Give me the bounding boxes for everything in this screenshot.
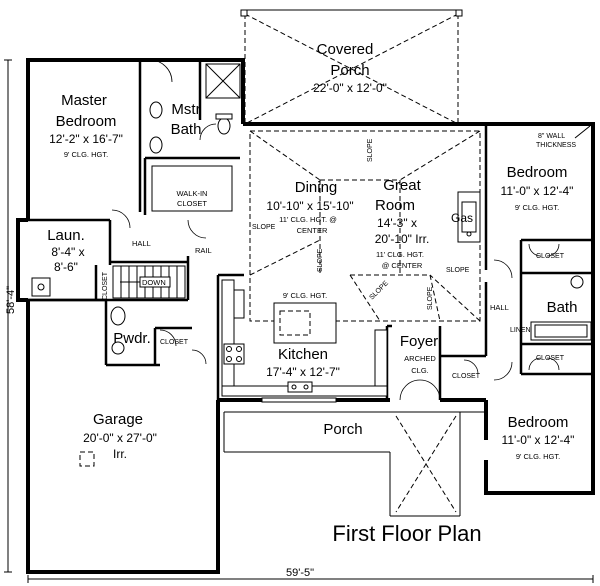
master-bedroom-name-2: Bedroom <box>56 113 117 130</box>
great-room-size-2: 20'-10" Irr. <box>375 232 430 246</box>
dining-name: Dining <box>295 179 338 196</box>
covered-porch-name-2: Porch <box>330 62 369 79</box>
slope-label-center: SLOPE <box>317 248 324 272</box>
powder-name: Pwdr. <box>113 330 151 347</box>
doors <box>111 59 560 401</box>
great-room-name-1: Great <box>383 177 421 194</box>
great-room-size-1: 14'-3" x <box>377 216 417 230</box>
dining-ceiling-1: 11' CLG. HGT. @ <box>279 215 337 224</box>
ceiling-slope-lines <box>233 130 481 387</box>
bedroom-upper-name: Bedroom <box>507 164 568 181</box>
plan-title: First Floor Plan <box>332 521 481 546</box>
great-room-name-2: Room <box>375 197 415 214</box>
garage-name: Garage <box>93 411 143 428</box>
slope-label-lower: SLOPE <box>427 286 434 310</box>
porch-name: Porch <box>323 421 362 438</box>
fireplace <box>457 191 481 243</box>
laundry-size-1: 8'-4" x <box>51 245 84 259</box>
down-label: DOWN <box>142 278 166 287</box>
master-bedroom-size: 12'-2" x 16'-7" <box>49 132 123 146</box>
hall-label-right: HALL <box>490 303 509 312</box>
great-room-ceiling-2: @ CENTER <box>382 261 423 270</box>
covered-porch-name-1: Covered <box>317 41 374 58</box>
dining-ceiling-2: CENTER <box>297 226 328 235</box>
mstr-bath-name-2: Bath <box>171 121 202 138</box>
great-room-ceiling-1: 11' CLG. HGT. <box>376 250 424 259</box>
slope-label-diag: SLOPE <box>368 280 390 302</box>
bath-fixtures <box>31 101 592 355</box>
hall-label-left: HALL <box>132 239 151 248</box>
closet-label-bedroom-lower: CLOSET <box>536 355 565 362</box>
kitchen-ceiling: 9' CLG. HGT. <box>283 291 327 300</box>
slope-label-top: SLOPE <box>367 138 374 162</box>
bedroom-lower-size: 11'-0" x 12'-4" <box>502 433 575 447</box>
dimension-lines <box>4 59 594 583</box>
foyer-name: Foyer <box>400 333 438 350</box>
overall-width-label: 59'-5" <box>286 567 314 579</box>
bedroom-upper-ceiling: 9' CLG. HGT. <box>515 203 559 212</box>
wall-thickness-label-2: THICKNESS <box>536 142 576 149</box>
gas-label: Gas <box>451 211 473 225</box>
slope-label-right: SLOPE <box>446 267 470 274</box>
bedroom-upper-size: 11'-0" x 12'-4" <box>501 184 574 198</box>
covered-porch-outline <box>240 9 463 125</box>
stair <box>112 265 186 299</box>
overall-depth-label: 58'-4" <box>5 286 17 314</box>
interior-walls <box>28 60 593 400</box>
closet-label-powder: CLOSET <box>160 339 189 346</box>
bedroom-lower-name: Bedroom <box>508 414 569 431</box>
foyer-clg: CLG. <box>411 366 429 375</box>
wall-thickness-label-1: 8" WALL <box>538 133 565 140</box>
walkin-closet-label-2: CLOSET <box>177 199 207 208</box>
laundry-size-2: 8'-6" <box>54 260 78 274</box>
exterior-walls <box>16 58 595 574</box>
master-bedroom-name-1: Master <box>61 92 107 109</box>
covered-porch-size: 22'-0" x 12'-0" <box>313 81 387 95</box>
foyer-arched: ARCHED <box>404 354 436 363</box>
closet-label-bedroom-upper: CLOSET <box>536 253 565 260</box>
kitchen-size: 17'-4" x 12'-7" <box>266 365 340 379</box>
bedroom-lower-ceiling: 9' CLG. HGT. <box>516 452 560 461</box>
bath-name: Bath <box>547 299 578 316</box>
front-porch-outline <box>223 411 484 517</box>
rail-label: RAIL <box>195 246 212 255</box>
mstr-bath-name-1: Mstr <box>171 101 200 118</box>
kitchen-fixtures <box>221 279 388 403</box>
kitchen-name: Kitchen <box>278 346 328 363</box>
dining-size: 10'-10" x 15'-10" <box>266 199 353 213</box>
garage-size: 20'-0" x 27'-0" <box>83 431 157 445</box>
linen-label: LINEN <box>510 327 531 334</box>
walkin-closet-label-1: WALK-IN <box>177 189 208 198</box>
closet-label-foyer: CLOSET <box>452 373 481 380</box>
laundry-name: Laun. <box>47 227 85 244</box>
closet-label-laundry: CLOSET <box>102 271 109 300</box>
garage-note: Irr. <box>113 447 127 461</box>
master-bedroom-ceiling: 9' CLG. HGT. <box>64 150 108 159</box>
slope-label-left: SLOPE <box>252 224 276 231</box>
